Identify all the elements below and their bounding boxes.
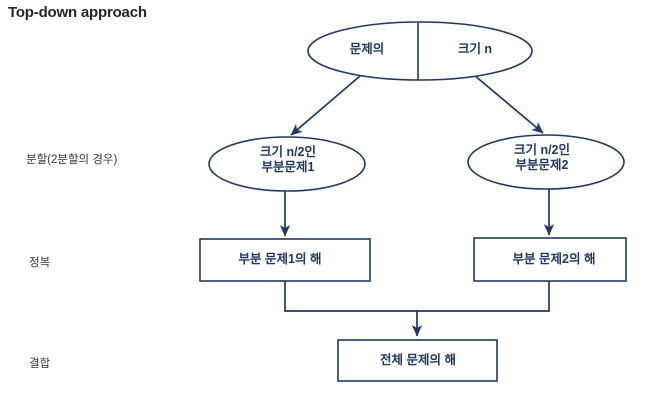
connector-root-to-sub2 xyxy=(473,74,544,134)
node-solution-1[interactable] xyxy=(199,238,371,282)
page-title: Top-down approach xyxy=(8,4,147,21)
node-subproblem-1[interactable] xyxy=(208,136,366,192)
node-solution-2-label: 부분 문제2의 해 xyxy=(512,252,596,266)
node-solution-2[interactable] xyxy=(473,237,627,282)
node-total-solution-label: 전체 문제의 해 xyxy=(380,353,456,367)
node-root-left-label: 문제의 xyxy=(349,42,385,56)
node-subproblem-1-line1: 크기 n/2인 xyxy=(259,145,317,159)
node-root-right-label: 크기 n xyxy=(457,42,493,56)
node-subproblem-1-line2: 부분문제1 xyxy=(261,160,315,174)
node-root-problem[interactable] xyxy=(307,21,533,81)
node-subproblem-2-line1: 크기 n/2인 xyxy=(513,143,571,157)
stage-label-combine: 결합 xyxy=(29,358,51,370)
connector-root-to-sub1 xyxy=(290,75,361,136)
node-subproblem-2-label: 크기 n/2인 부분문제2 xyxy=(462,143,622,173)
connector-sol2-to-total xyxy=(411,281,550,337)
node-subproblem-2[interactable] xyxy=(467,134,625,190)
node-subproblem-2-line2: 부분문제2 xyxy=(515,158,569,172)
connector-sol1-to-total xyxy=(284,281,417,312)
node-subproblem-1-label: 크기 n/2인 부분문제1 xyxy=(208,145,368,175)
node-solution-1-label: 부분 문제1의 해 xyxy=(238,252,322,266)
stage-label-conquer: 정복 xyxy=(29,257,51,269)
stage-label-divide: 분할(2분할의 경우) xyxy=(26,154,118,166)
node-total-solution[interactable] xyxy=(337,339,498,382)
